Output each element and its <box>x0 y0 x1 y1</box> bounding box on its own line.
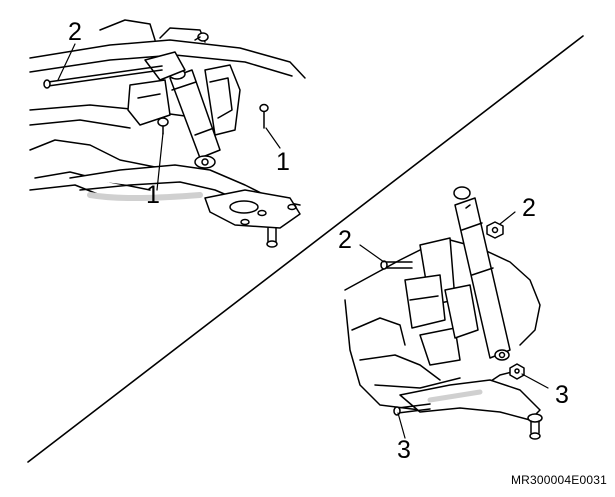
callout-bottom-nut: 2 <box>522 194 536 222</box>
bottom-view-suspension <box>344 186 549 440</box>
bottom-shock-absorber <box>453 186 511 361</box>
top-long-bolt <box>43 65 163 89</box>
bottom-lower-nut <box>509 363 525 380</box>
top-view-suspension <box>29 19 306 248</box>
divider-line <box>27 35 584 463</box>
callout-top-nut-right: 1 <box>276 148 290 176</box>
top-nut-left <box>157 117 169 135</box>
callout-top-nut-left: 1 <box>146 181 160 209</box>
callout-bottom-lower-nut: 3 <box>555 381 569 409</box>
bottom-long-bolt <box>380 260 413 270</box>
callout-bottom-lower-bolt: 3 <box>397 436 411 464</box>
callout-top-bolt: 2 <box>68 18 82 46</box>
figure-code: MR300004E0031 <box>510 473 607 487</box>
top-nut-right <box>259 103 269 129</box>
bottom-top-nut <box>486 221 504 239</box>
callout-bottom-bolt: 2 <box>338 226 352 254</box>
